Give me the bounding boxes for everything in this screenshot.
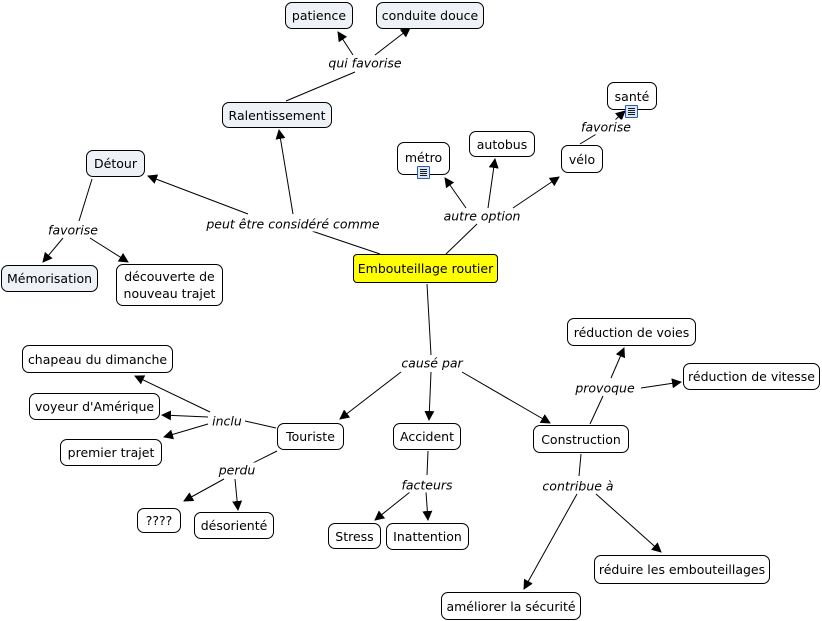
link-line <box>589 395 604 425</box>
link-line <box>422 491 433 521</box>
node-premier-trajet[interactable]: premier trajet <box>60 439 162 466</box>
document-icon[interactable] <box>417 166 430 179</box>
link-line <box>426 450 429 476</box>
link-line <box>640 378 682 389</box>
link-line <box>444 177 467 209</box>
link-line <box>614 110 626 121</box>
link-line <box>337 31 354 56</box>
link-line <box>374 491 411 521</box>
link-line <box>445 223 478 255</box>
node-embouteillage-routier[interactable]: Embouteillage routier <box>353 254 498 283</box>
node-autobus[interactable]: autobus <box>469 131 535 157</box>
node-reduction-vitesse[interactable]: réduction de vitesse <box>683 363 820 390</box>
link-label-favorise-detour: favorise <box>46 222 100 238</box>
link-line <box>610 347 626 379</box>
link-line <box>42 237 64 263</box>
link-line <box>134 375 211 413</box>
link-line <box>232 478 243 511</box>
link-line <box>523 493 578 590</box>
link-line <box>512 176 560 209</box>
node-touriste[interactable]: Touriste <box>277 423 344 450</box>
node-inattention[interactable]: Inattention <box>386 523 469 550</box>
link-label-peut-etre: peut être considéré comme <box>204 216 382 232</box>
node-chapeau[interactable]: chapeau du dimanche <box>22 345 173 373</box>
link-line <box>487 158 499 209</box>
node-inconnu[interactable]: ???? <box>137 508 181 533</box>
node-accident[interactable]: Accident <box>393 423 461 450</box>
link-label-autre-option: autre option <box>441 208 523 224</box>
link-label-facteurs: facteurs <box>399 477 455 493</box>
link-label-inclu: inclu <box>210 413 244 429</box>
node-ralentissement[interactable]: Ralentissement <box>222 102 332 128</box>
link-line <box>339 371 402 420</box>
link-line <box>183 478 225 502</box>
node-voyeur[interactable]: voyeur d'Amérique <box>29 393 160 420</box>
link-line <box>579 132 599 145</box>
document-icon[interactable] <box>625 105 638 118</box>
node-detour[interactable]: Détour <box>86 150 145 177</box>
link-line <box>424 371 435 421</box>
link-line <box>299 226 381 255</box>
link-line <box>252 450 278 464</box>
link-line <box>89 237 129 263</box>
link-line <box>578 453 582 477</box>
link-line <box>426 283 432 356</box>
node-patience[interactable]: patience <box>285 2 353 29</box>
node-desoriente[interactable]: désorienté <box>194 512 274 539</box>
link-line <box>275 129 294 215</box>
link-line <box>163 423 209 440</box>
node-reduction-voies[interactable]: réduction de voies <box>567 318 696 346</box>
link-line <box>78 178 93 222</box>
node-decouverte[interactable]: découverte de nouveau trajet <box>116 264 223 306</box>
node-memorisation[interactable]: Mémorisation <box>1 265 98 292</box>
link-line <box>595 493 662 553</box>
node-stress[interactable]: Stress <box>328 523 381 549</box>
link-label-cause-par: causé par <box>399 355 465 371</box>
link-line <box>461 371 551 424</box>
link-label-favorise-sante: favorise <box>579 119 633 135</box>
link-label-provoque: provoque <box>573 380 637 396</box>
link-line <box>244 420 277 429</box>
link-label-contribue: contribue à <box>540 478 616 494</box>
node-construction[interactable]: Construction <box>533 425 629 453</box>
link-line <box>374 27 411 56</box>
link-line <box>285 71 356 102</box>
link-label-qui-favorise: qui favorise <box>326 55 404 71</box>
node-ameliorer[interactable]: améliorer la sécurité <box>441 592 581 620</box>
link-line <box>161 410 209 421</box>
node-velo[interactable]: vélo <box>561 145 603 173</box>
link-line <box>147 174 249 215</box>
node-reduire[interactable]: réduire les embouteillages <box>594 555 770 584</box>
link-label-perdu: perdu <box>216 462 258 478</box>
node-conduite-douce[interactable]: conduite douce <box>376 2 484 29</box>
